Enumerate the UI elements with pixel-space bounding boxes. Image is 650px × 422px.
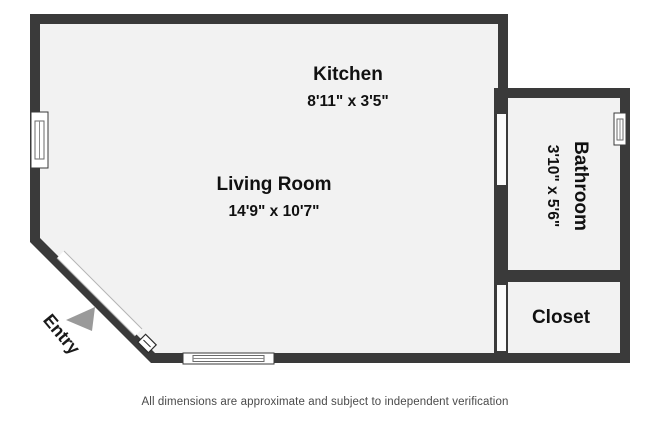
kitchen-dimensions: 8'11" x 3'5" (307, 93, 389, 110)
door-openings (497, 114, 506, 351)
closet-name: Closet (532, 307, 591, 328)
window-bathroom-right (613, 112, 627, 146)
entry-direction-arrow-icon (66, 307, 95, 331)
windows (30, 111, 627, 365)
doorway-living-to-closet (497, 285, 506, 351)
closet-walls (494, 272, 630, 363)
bathroom-name: Bathroom (570, 141, 591, 231)
window-left-wall (30, 111, 49, 169)
entry-door-opening-edge-inner (63, 250, 143, 330)
room-label-bathroom: Bathroom 3'10" x 5'6" (544, 141, 591, 231)
entry-door-assembly (56, 250, 158, 354)
room-label-closet: Closet (532, 307, 591, 328)
window-bottom-wall (182, 352, 275, 365)
living-room-name: Living Room (216, 174, 331, 195)
doorway-living-to-bathroom (497, 114, 506, 185)
bathroom-dimensions: 3'10" x 5'6" (544, 145, 561, 227)
kitchen-name: Kitchen (313, 64, 383, 85)
living-room-dimensions: 14'9" x 10'7" (228, 203, 319, 220)
bathroom-floor (500, 96, 622, 272)
room-label-living-room: Living Room 14'9" x 10'7" (216, 174, 331, 220)
disclaimer-note: All dimensions are approximate and subje… (141, 396, 509, 408)
entry-door-opening (57, 251, 142, 336)
closet-floor (500, 282, 622, 355)
main-area-floor (38, 22, 500, 355)
entry-door-leaf-symbol (136, 333, 158, 354)
walls (30, 14, 630, 363)
room-floor-fills (38, 22, 622, 355)
entry-door-opening-edge-outer (56, 257, 136, 337)
room-label-kitchen: Kitchen 8'11" x 3'5" (307, 64, 389, 110)
